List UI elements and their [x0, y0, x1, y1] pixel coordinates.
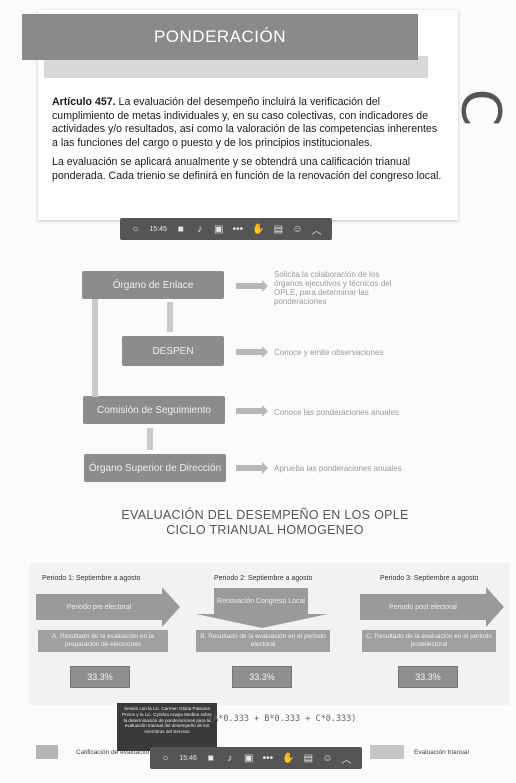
hand-icon[interactable]: ✋ [282, 752, 295, 764]
share-screen-icon[interactable]: ▣ [243, 752, 254, 764]
mic-icon[interactable]: ♪ [197, 223, 203, 235]
session-tooltip: Sesión con la Lic. Carmen Gloria Palacio… [117, 703, 217, 751]
hand-icon[interactable]: ✋ [252, 223, 265, 235]
timer-text: 15:46 [179, 754, 197, 762]
paragraph-2: La evaluación se aplicará anualmente y s… [52, 156, 442, 182]
more-icon[interactable]: ••• [262, 752, 274, 764]
percent-c: 33.3% [398, 666, 458, 688]
article-text: Artículo 457. La evaluación del desempeñ… [52, 96, 444, 189]
flow-note-3: Conoce las ponderaciones anuales [274, 408, 399, 417]
meeting-toolbar-bottom: ○ 15:46 ■ ♪ ▣ ••• ✋ ▤ ☺ ︿ [150, 747, 362, 769]
chevron-up-icon[interactable]: ︿ [311, 225, 322, 237]
timer-text: 15:45 [149, 225, 167, 233]
arrow-3 [236, 405, 268, 417]
phase-arrow-3-head [486, 587, 504, 627]
chat-icon[interactable]: ▤ [273, 223, 284, 235]
record-icon[interactable]: ○ [162, 752, 169, 764]
evaluation-title-line-1: EVALUACIÓN DEL DESEMPEÑO EN LOS OPLE [121, 508, 409, 522]
arrow-1 [236, 280, 268, 292]
phase-arrow-1: Periodo pre electoral [36, 594, 162, 620]
legend-label-right: Evaluación trianual [414, 749, 469, 756]
percent-a: 33.3% [70, 666, 130, 688]
camera-icon[interactable]: ■ [177, 223, 184, 235]
arrow-4 [236, 462, 268, 474]
people-icon[interactable]: ☺ [322, 752, 333, 764]
people-icon[interactable]: ☺ [292, 223, 303, 235]
flow-note-1: Solicita la colaboración de los órganos … [274, 270, 392, 306]
flow-note-2: Conoce y emite observaciones [274, 348, 384, 357]
flow-box-organo-superior: Órgano Superior de Dirección [84, 454, 226, 482]
phase-arrow-2-head [196, 614, 328, 628]
meeting-toolbar: ○ 15:45 ■ ♪ ▣ ••• ✋ ▤ ☺ ︿ [120, 218, 332, 240]
flow-box-despen: DESPEN [122, 336, 224, 366]
connector-down [147, 428, 153, 450]
connector-double [167, 302, 173, 332]
evaluation-title-line-2: CICLO TRIANUAL HOMOGENEO [166, 523, 364, 537]
ponderacion-slide: PONDERACIÓN [22, 10, 458, 220]
chat-icon[interactable]: ▤ [303, 752, 314, 764]
formula-text: (A*0.333 + B*0.333 + C*0.333) [208, 714, 357, 724]
arrow-2 [236, 346, 268, 358]
connector-left [92, 299, 98, 397]
legend-swatch-right [370, 745, 404, 759]
result-box-a: A. Resultado de la evaluación en la prep… [38, 630, 168, 652]
result-box-b: B. Resultado de la evaluación en el peri… [196, 630, 330, 652]
period-label-2: Periodo 2: Septiembre a agosto [214, 575, 313, 582]
evaluation-title: EVALUACIÓN DEL DESEMPEÑO EN LOS OPLE CIC… [60, 508, 470, 538]
paragraph-1-text: La evaluación del desempeño incluirá la … [52, 96, 438, 149]
camera-icon[interactable]: ■ [207, 752, 214, 764]
flow-box-comision: Comisión de Seguimiento [83, 396, 225, 424]
percent-b: 33.3% [232, 666, 292, 688]
phase-arrow-1-head [162, 587, 180, 627]
result-box-c: C. Resultado de la evaluación en el peri… [362, 630, 496, 652]
more-icon[interactable]: ••• [232, 223, 244, 235]
record-icon[interactable]: ○ [132, 223, 139, 235]
mic-icon[interactable]: ♪ [227, 752, 233, 764]
title-shadow [44, 56, 428, 78]
flow-note-4: Aprueba las ponderaciones anuales [274, 464, 402, 473]
side-letter-fragment: C [449, 88, 513, 127]
article-label: Artículo 457. [52, 96, 116, 108]
flow-box-organo-enlace: Órgano de Enlace [82, 271, 224, 299]
phase-arrow-2: Renovación Congreso Local [214, 588, 308, 614]
paragraph-1: Artículo 457. La evaluación del desempeñ… [52, 96, 444, 150]
phase-arrow-3: Periodo post electoral [360, 594, 486, 620]
share-screen-icon[interactable]: ▣ [213, 223, 224, 235]
slide-title: PONDERACIÓN [22, 14, 418, 60]
legend-swatch-left [36, 745, 58, 759]
period-label-3: Periodo 3: Septiembre a agosto [380, 575, 479, 582]
period-label-1: Periodo 1: Septiembre a agosto [42, 575, 141, 582]
chevron-up-icon[interactable]: ︿ [341, 754, 352, 766]
legend-label-left: Calificación de evaluación [76, 749, 152, 756]
